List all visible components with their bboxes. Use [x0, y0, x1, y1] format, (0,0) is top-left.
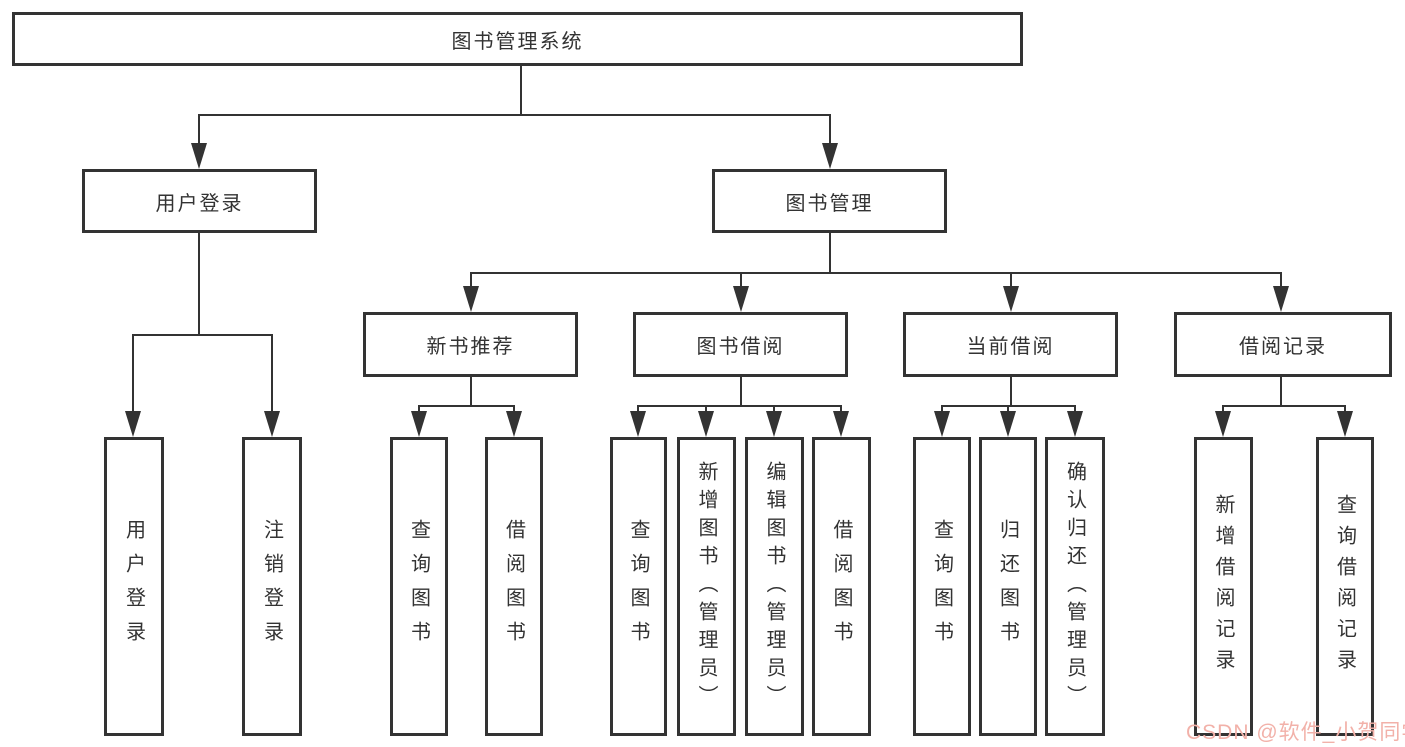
node-new-book-recommend-label: 新书推荐 — [426, 336, 515, 358]
connector-line — [1010, 272, 1012, 289]
connector-line — [470, 272, 472, 289]
leaf-logout-label: 注销登录 — [260, 518, 283, 655]
connector-line — [637, 405, 639, 414]
connector-line — [470, 272, 1282, 274]
connector-line — [1007, 405, 1009, 414]
node-root-label: 图书管理系统 — [451, 30, 584, 53]
connector-line — [1222, 405, 1224, 414]
connector-line — [520, 66, 522, 115]
leaf-user-login: 用户登录 — [104, 437, 164, 736]
arrow-down-icon — [463, 286, 479, 312]
connector-line — [470, 377, 472, 407]
node-user-login-branch-label: 用户登录 — [155, 192, 244, 215]
leaf-logout: 注销登录 — [242, 437, 302, 736]
connector-line — [418, 405, 420, 414]
node-user-login-branch: 用户登录 — [82, 169, 317, 233]
arrow-down-icon — [1337, 411, 1353, 437]
arrow-down-icon — [125, 411, 141, 437]
connector-line — [1074, 405, 1076, 414]
leaf-query-books-recommend-label: 查询图书 — [407, 518, 430, 655]
node-book-borrow: 图书借阅 — [633, 312, 848, 377]
connector-line — [740, 377, 742, 407]
node-book-borrow-label: 图书借阅 — [696, 336, 785, 358]
connector-line — [1010, 377, 1012, 407]
arrow-down-icon — [506, 411, 522, 437]
node-new-book-recommend: 新书推荐 — [363, 312, 578, 377]
node-book-management-branch-label: 图书管理 — [785, 192, 874, 215]
arrow-down-icon — [833, 411, 849, 437]
leaf-query-books-current: 查询图书 — [913, 437, 971, 736]
connector-line — [773, 405, 775, 414]
connector-line — [1222, 405, 1346, 407]
connector-line — [418, 405, 515, 407]
arrow-down-icon — [698, 411, 714, 437]
leaf-add-borrow-record-label: 新增借阅记录 — [1212, 493, 1234, 680]
leaf-add-books-admin: 新增图书（管理员） — [677, 437, 736, 736]
arrow-down-icon — [411, 411, 427, 437]
leaf-query-borrow-record: 查询借阅记录 — [1316, 437, 1374, 736]
connector-line — [198, 233, 200, 336]
arrow-down-icon — [733, 286, 749, 312]
arrow-down-icon — [1000, 411, 1016, 437]
connector-line — [132, 334, 273, 336]
connector-line — [829, 233, 831, 274]
node-root: 图书管理系统 — [12, 12, 1023, 66]
connector-line — [198, 114, 200, 146]
leaf-confirm-return-admin-label: 确认归还（管理员） — [1063, 460, 1086, 713]
leaf-query-borrow-record-label: 查询借阅记录 — [1333, 493, 1356, 680]
node-book-management-branch: 图书管理 — [712, 169, 947, 233]
arrow-down-icon — [822, 143, 838, 169]
node-current-borrow: 当前借阅 — [903, 312, 1118, 377]
leaf-query-books-recommend: 查询图书 — [390, 437, 448, 736]
leaf-query-books-borrow-label: 查询图书 — [627, 518, 649, 655]
leaf-user-login-label: 用户登录 — [122, 518, 145, 655]
connector-line — [705, 405, 707, 414]
leaf-add-books-admin-label: 新增图书（管理员） — [695, 460, 717, 713]
arrow-down-icon — [1273, 286, 1289, 312]
connector-line — [840, 405, 842, 414]
connector-line — [1280, 377, 1282, 407]
leaf-query-books-current-label: 查询图书 — [930, 518, 953, 655]
leaf-borrow-books-recommend-label: 借阅图书 — [502, 518, 525, 655]
node-current-borrow-label: 当前借阅 — [966, 336, 1055, 358]
leaf-edit-books-admin: 编辑图书（管理员） — [745, 437, 804, 736]
connector-line — [271, 334, 273, 412]
connector-line — [637, 405, 842, 407]
leaf-confirm-return-admin: 确认归还（管理员） — [1045, 437, 1105, 736]
leaf-return-books-label: 归还图书 — [996, 518, 1019, 655]
arrow-down-icon — [1067, 411, 1083, 437]
csdn-watermark: CSDN @软件_小贺同学 — [1186, 721, 1405, 744]
leaf-add-borrow-record: 新增借阅记录 — [1194, 437, 1253, 736]
leaf-borrow-books: 借阅图书 — [812, 437, 871, 736]
node-borrow-records-label: 借阅记录 — [1239, 336, 1327, 358]
leaf-return-books: 归还图书 — [979, 437, 1037, 736]
arrow-down-icon — [934, 411, 950, 437]
connector-line — [829, 114, 831, 146]
connector-line — [1280, 272, 1282, 289]
arrow-down-icon — [1215, 411, 1231, 437]
leaf-borrow-books-label: 借阅图书 — [830, 518, 852, 655]
connector-line — [513, 405, 515, 414]
connector-line — [198, 114, 831, 116]
arrow-down-icon — [264, 411, 280, 437]
arrow-down-icon — [630, 411, 646, 437]
connector-line — [132, 334, 134, 412]
connector-line — [740, 272, 742, 289]
arrow-down-icon — [766, 411, 782, 437]
connector-line — [941, 405, 943, 414]
arrow-down-icon — [1003, 286, 1019, 312]
connector-line — [1344, 405, 1346, 414]
arrow-down-icon — [191, 143, 207, 169]
leaf-borrow-books-recommend: 借阅图书 — [485, 437, 543, 736]
leaf-query-books-borrow: 查询图书 — [610, 437, 667, 736]
leaf-edit-books-admin-label: 编辑图书（管理员） — [763, 460, 785, 713]
node-borrow-records: 借阅记录 — [1174, 312, 1392, 377]
